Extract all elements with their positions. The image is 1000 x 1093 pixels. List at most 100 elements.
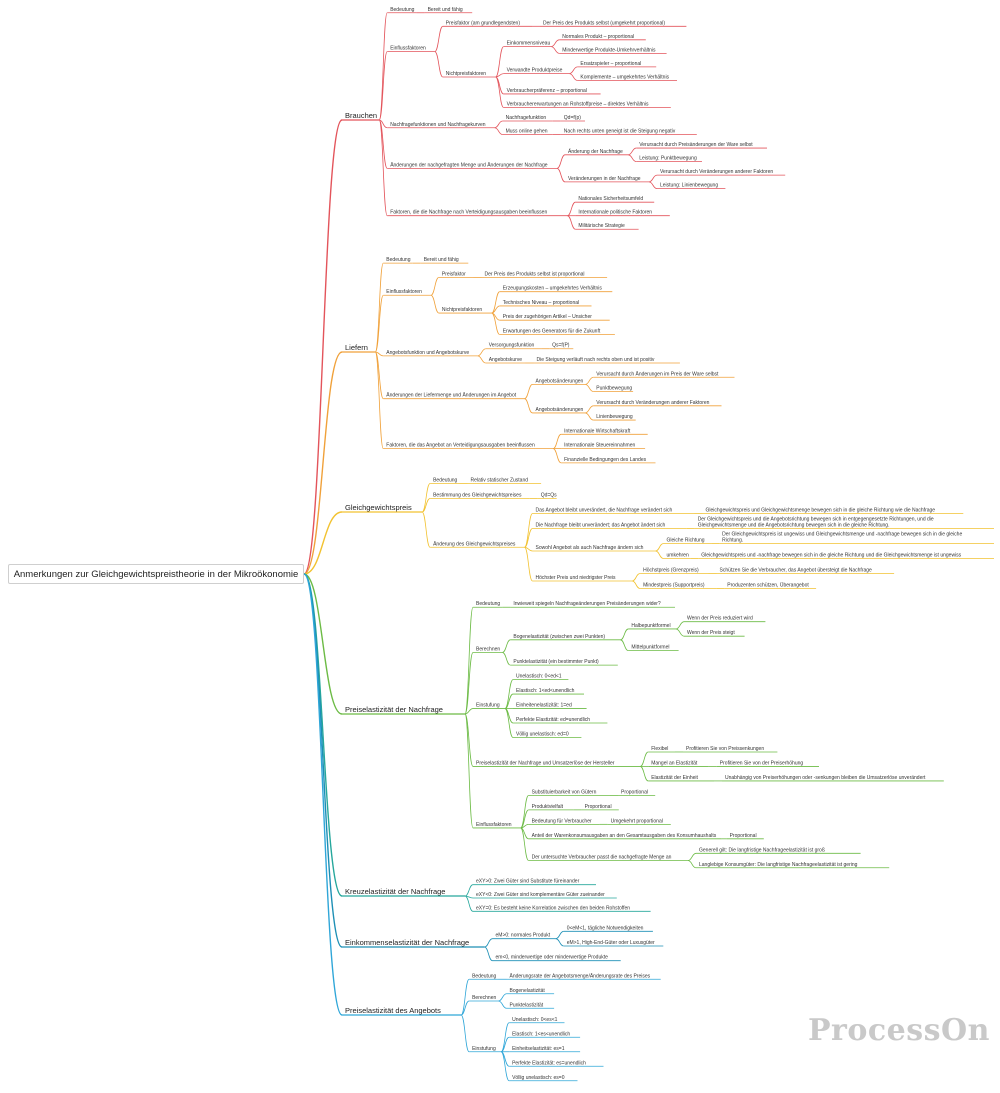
root-topic[interactable]: Anmerkungen zur Gleichgewichtspreistheor… [8, 564, 304, 584]
node-das-angebot-bleibt-unverändert-die-nachf[interactable]: Das Angebot bleibt unverändert, die Nach… [536, 508, 673, 514]
node-der-untersuchte-verbraucher-passt-die-na[interactable]: Der untersuchte Verbraucher passt die na… [532, 855, 672, 861]
node-preiselastizität-der-nachfrage-und-umsat[interactable]: Preiselastizität der Nachfrage und Umsat… [476, 760, 615, 766]
node-nichtpreisfaktoren[interactable]: Nichtpreisfaktoren [446, 71, 487, 77]
node-wenn-der-preis-reduziert-wird[interactable]: Wenn der Preis reduziert wird [687, 616, 753, 622]
node-der-preis-des-produkts-selbst-ist-propor[interactable]: Der Preis des Produkts selbst ist propor… [485, 271, 585, 277]
node-bedeutung[interactable]: Bedeutung [433, 478, 457, 484]
node-produktvielfalt[interactable]: Produktvielfalt [532, 804, 564, 810]
node-profitieren-sie-von-der-preiserhöhung[interactable]: Profitieren Sie von der Preiserhöhung [720, 760, 804, 766]
node-proportional[interactable]: Proportional [730, 833, 757, 839]
node-einstufung[interactable]: Einstufung [472, 1046, 496, 1052]
node-schützen-sie-die-verbraucher-das-angebot[interactable]: Schützen Sie die Verbraucher, das Angebo… [720, 568, 873, 574]
node-angebotsfunktion-und-angebotskurve[interactable]: Angebotsfunktion und Angebotskurve [386, 350, 469, 356]
node-0-em-1-tägliche-notwendigkeiten[interactable]: 0<eM<1, tägliche Notwendigkeiten [567, 925, 644, 931]
node-angebotsänderungen[interactable]: Angebotsänderungen [536, 378, 584, 384]
node-verbraucherpräferenz-proportional[interactable]: Verbraucherpräferenz – proportional [507, 88, 587, 94]
node-berechnen[interactable]: Berechnen [476, 646, 500, 652]
node-em-1-high-end-güter-oder-luxusgüter[interactable]: eM>1, High-End-Güter oder Luxusgüter [567, 940, 655, 946]
branch-topic-einkommenselastizität-der-nachfrage[interactable]: Einkommenselastizität der Nachfrage [345, 938, 469, 947]
node-faktoren-die-das-angebot-an-verteidigung[interactable]: Faktoren, die das Angebot an Verteidigun… [386, 443, 535, 449]
node-ersatzspieler-proportional[interactable]: Ersatzspieler – proportional [580, 61, 641, 67]
node-em-0-minderwertige-oder-minderwertige-pr[interactable]: em<0, minderwertige oder minderwertige P… [496, 955, 609, 961]
node-gleichgewichtspreis-und-gleichgewichtsme[interactable]: Gleichgewichtspreis und Gleichgewichtsme… [706, 508, 936, 514]
node-gleiche-richtung[interactable]: Gleiche Richtung [667, 538, 705, 544]
node-umkehren[interactable]: umkehren [667, 553, 689, 559]
node-preisfaktor-am-grundlegendsten[interactable]: Preisfaktor (am grundlegendsten) [446, 20, 521, 26]
node-bedeutung[interactable]: Bedeutung [386, 257, 410, 263]
node-bedeutung[interactable]: Bedeutung [476, 601, 500, 607]
node-sowohl-angebot-als-auch-nachfrage-ändern[interactable]: Sowohl Angebot als auch Nachfrage ändern… [536, 545, 644, 551]
node-perfekte-elastizität-es-unendlich[interactable]: Perfekte Elastizität: es=unendlich [512, 1060, 586, 1066]
node-änderung-der-nachfrage[interactable]: Änderung der Nachfrage [568, 148, 623, 155]
node-minderwertige-produkte-umkehrverhältnis[interactable]: Minderwertige Produkte-Umkehrverhältnis [562, 47, 656, 53]
node-proportional[interactable]: Proportional [585, 804, 612, 810]
node-langlebige-konsumgüter-die-langfristige-[interactable]: Langlebige Konsumgüter: Die langfristige… [699, 862, 858, 868]
node-verbrauchererwartungen-an-rohstoffpreise[interactable]: Verbrauchererwartungen an Rohstoffpreise… [507, 101, 649, 107]
node-unabhängig-von-preiserhöhungen-oder-senk[interactable]: Unabhängig von Preiserhöhungen oder -sen… [725, 775, 926, 781]
node-einflussfaktoren[interactable]: Einflussfaktoren [386, 289, 422, 295]
node-veränderungen-in-der-nachfrage[interactable]: Veränderungen in der Nachfrage [568, 176, 641, 182]
node-exy-0-zwei-güter-sind-substitute-füreina[interactable]: eXY>0: Zwei Güter sind Substitute fürein… [476, 879, 580, 885]
branch-topic-preiselastizität-des-angebots[interactable]: Preiselastizität des Angebots [345, 1006, 441, 1015]
node-änderungsrate-der-angebotsmenge-änderung[interactable]: Änderungsrate der Angebotsmenge/Änderung… [510, 972, 651, 979]
node-einflussfaktoren[interactable]: Einflussfaktoren [390, 46, 426, 52]
node-unelastisch-0-es-1[interactable]: Unelastisch: 0<es<1 [512, 1017, 558, 1023]
node-proportional[interactable]: Proportional [621, 789, 648, 795]
node-halbepunktformel[interactable]: Halbepunktformel [631, 623, 670, 629]
node-preisfaktor[interactable]: Preisfaktor [442, 271, 466, 277]
node-bereit-und-fähig[interactable]: Bereit und fähig [428, 7, 463, 13]
node-bedeutung[interactable]: Bedeutung [472, 973, 496, 979]
branch-topic-preiselastizität-der-nachfrage[interactable]: Preiselastizität der Nachfrage [345, 705, 443, 714]
node-nachfragefunktion[interactable]: Nachfragefunktion [506, 115, 547, 121]
node-normales-produkt-proportional[interactable]: Normales Produkt – proportional [562, 34, 634, 40]
node-internationale-politische-faktoren[interactable]: Internationale politische Faktoren [578, 210, 652, 216]
node-punktelastizität[interactable]: Punktelastizität [510, 1002, 544, 1008]
node-änderungen-der-nachgefragten-menge-und-ä[interactable]: Änderungen der nachgefragten Menge und Ä… [390, 161, 548, 168]
node-elastizität-der-einheit[interactable]: Elastizität der Einheit [651, 775, 698, 781]
node-militärische-strategie[interactable]: Militärische Strategie [578, 223, 625, 229]
node-punktbewegung[interactable]: Punktbewegung [596, 386, 632, 392]
node-bogenelastizität[interactable]: Bogenelastizität [510, 988, 546, 994]
node-nachfragefunktionen-und-nachfragekurven[interactable]: Nachfragefunktionen und Nachfragekurven [390, 122, 486, 128]
branch-topic-brauchen[interactable]: Brauchen [345, 111, 377, 120]
node-angebotsänderungen[interactable]: Angebotsänderungen [536, 407, 584, 413]
node-leistung-linienbewegung[interactable]: Leistung: Linienbewegung [660, 183, 718, 189]
node-nationales-sicherheitsumfeld[interactable]: Nationales Sicherheitsumfeld [578, 196, 643, 202]
node-höchstpreis-grenzpreis[interactable]: Höchstpreis (Grenzpreis) [643, 568, 699, 574]
node-unelastisch-0-ed-1[interactable]: Unelastisch: 0<ed<1 [516, 674, 562, 680]
node-änderung-des-gleichgewichtspreises[interactable]: Änderung des Gleichgewichtspreises [433, 540, 516, 547]
node-einkommensniveau[interactable]: Einkommensniveau [507, 41, 551, 47]
node-leistung-punktbewegung[interactable]: Leistung: Punktbewegung [639, 156, 697, 162]
node-völlig-unelastisch-ed-0[interactable]: Völlig unelastisch: ed=0 [516, 732, 569, 738]
node-komplemente-umgekehrtes-verhältnis[interactable]: Komplemente – umgekehrtes Verhältnis [580, 74, 669, 80]
node-flexibel[interactable]: Flexibel [651, 746, 668, 752]
node-punktelastizität-ein-bestimmter-punkt[interactable]: Punktelastizität (ein bestimmter Punkt) [513, 659, 599, 665]
node-erwartungen-des-generators-für-die-zukun[interactable]: Erwartungen des Generators für die Zukun… [503, 328, 601, 334]
node-der-gleichgewichtspreis-und-die-angebots[interactable]: Der Gleichgewichtspreis und die Angebots… [698, 517, 934, 529]
node-relativ-statischer-zustand[interactable]: Relativ statischer Zustand [471, 478, 529, 484]
node-nichtpreisfaktoren[interactable]: Nichtpreisfaktoren [442, 307, 483, 313]
node-berechnen[interactable]: Berechnen [472, 995, 496, 1001]
branch-topic-liefern[interactable]: Liefern [345, 343, 368, 352]
node-exy-0-es-besteht-keine-korrelation-zwisc[interactable]: eXY=0: Es besteht keine Korrelation zwis… [476, 905, 630, 911]
node-angebotskurve[interactable]: Angebotskurve [489, 357, 523, 363]
node-änderungen-der-liefermenge-und-änderunge[interactable]: Änderungen der Liefermenge und Änderunge… [386, 392, 516, 399]
node-bogenelastizität-zwischen-zwei-punkten[interactable]: Bogenelastizität (zwischen zwei Punkten) [513, 634, 605, 640]
branch-topic-gleichgewichtspreis[interactable]: Gleichgewichtspreis [345, 503, 412, 512]
node-höchster-preis-und-niedrigster-preis[interactable]: Höchster Preis und niedrigster Preis [536, 575, 617, 581]
node-linienbewegung[interactable]: Linienbewegung [596, 414, 633, 420]
node-muss-online-gehen[interactable]: Muss online gehen [506, 129, 548, 135]
node-die-nachfrage-bleibt-unverändert-das-ang[interactable]: Die Nachfrage bleibt unverändert; das An… [536, 523, 666, 529]
node-gleichgewichtspreis-und-nachfrage-bewege[interactable]: Gleichgewichtspreis und -nachfrage beweg… [701, 553, 961, 559]
node-bedeutung-für-verbraucher[interactable]: Bedeutung für Verbraucher [532, 818, 592, 824]
node-verwandte-produktpreise[interactable]: Verwandte Produktpreise [507, 68, 563, 74]
node-bedeutung[interactable]: Bedeutung [390, 7, 414, 13]
branch-topic-kreuzelastizität-der-nachfrage[interactable]: Kreuzelastizität der Nachfrage [345, 887, 445, 896]
node-mittelpunktformel[interactable]: Mittelpunktformel [631, 645, 669, 651]
node-inwieweit-spiegeln-nachfrageänderungen-p[interactable]: Inwieweit spiegeln Nachfrageänderungen P… [513, 601, 661, 607]
node-verursacht-durch-veränderungen-anderer-f[interactable]: Verursacht durch Veränderungen anderer F… [596, 400, 709, 406]
node-elastisch-1-ed-unendlich[interactable]: Elastisch: 1<ed<unendlich [516, 688, 575, 694]
node-der-preis-des-produkts-selbst-umgekehrt-[interactable]: Der Preis des Produkts selbst (umgekehrt… [543, 20, 665, 26]
node-technisches-niveau-proportional[interactable]: Technisches Niveau – proportional [503, 300, 579, 306]
node-einflussfaktoren[interactable]: Einflussfaktoren [476, 822, 512, 828]
